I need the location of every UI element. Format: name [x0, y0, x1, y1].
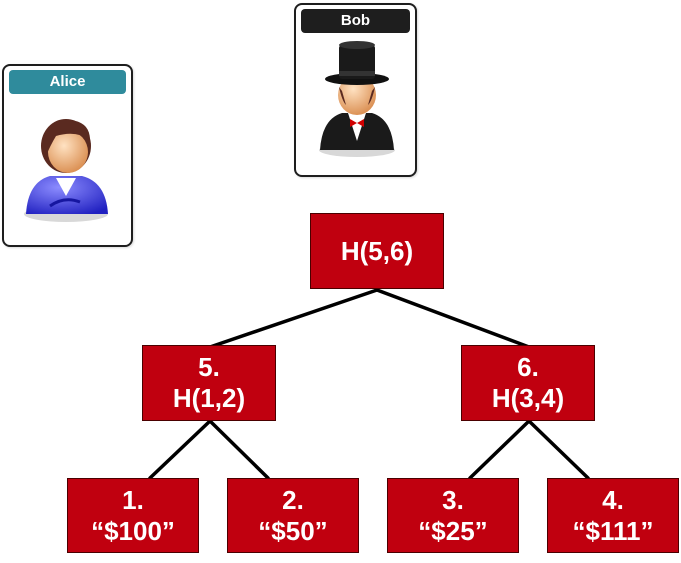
bob-name-label: Bob	[301, 9, 410, 33]
tree-node-root: H(5,6)	[310, 213, 444, 289]
tree-leaf-2: 2. “$50”	[227, 478, 359, 553]
tree-leaf-3-index: 3.	[442, 484, 464, 515]
tree-leaf-1: 1. “$100”	[67, 478, 199, 553]
tree-leaf-4-value: “$111”	[572, 515, 654, 546]
edge-node-6-to-leaf-4	[527, 419, 590, 480]
tree-node-6-index: 6.	[517, 352, 539, 382]
edge-node-6-to-leaf-3	[468, 419, 531, 480]
edge-root-to-node-5	[208, 288, 379, 349]
tree-leaf-3-value: “$25”	[418, 515, 488, 546]
tree-leaf-2-value: “$50”	[258, 515, 328, 546]
tree-leaf-1-index: 1.	[122, 484, 144, 515]
tree-leaf-1-value: “$100”	[91, 515, 175, 546]
tree-node-root-label: H(5,6)	[340, 235, 414, 266]
tree-leaf-4-index: 4.	[602, 484, 624, 515]
edge-node-5-to-leaf-2	[208, 419, 270, 480]
alice-card: Alice	[2, 64, 133, 247]
edge-node-5-to-leaf-1	[148, 419, 212, 480]
tree-leaf-4: 4. “$111”	[547, 478, 679, 553]
tree-node-6: 6. H(3,4)	[461, 345, 595, 421]
tree-node-5: 5. H(1,2)	[142, 345, 276, 421]
tree-node-5-label: H(1,2)	[172, 383, 246, 413]
edge-root-to-node-6	[375, 288, 531, 349]
woman-user-icon	[24, 119, 108, 222]
tree-leaf-2-index: 2.	[282, 484, 304, 515]
bob-card: Bob	[294, 3, 417, 177]
alice-name-label: Alice	[9, 70, 126, 94]
top-hat-gentleman-icon	[319, 41, 395, 157]
tree-node-6-label: H(3,4)	[491, 383, 565, 413]
tree-node-5-index: 5.	[198, 352, 220, 382]
tree-leaf-3: 3. “$25”	[387, 478, 519, 553]
